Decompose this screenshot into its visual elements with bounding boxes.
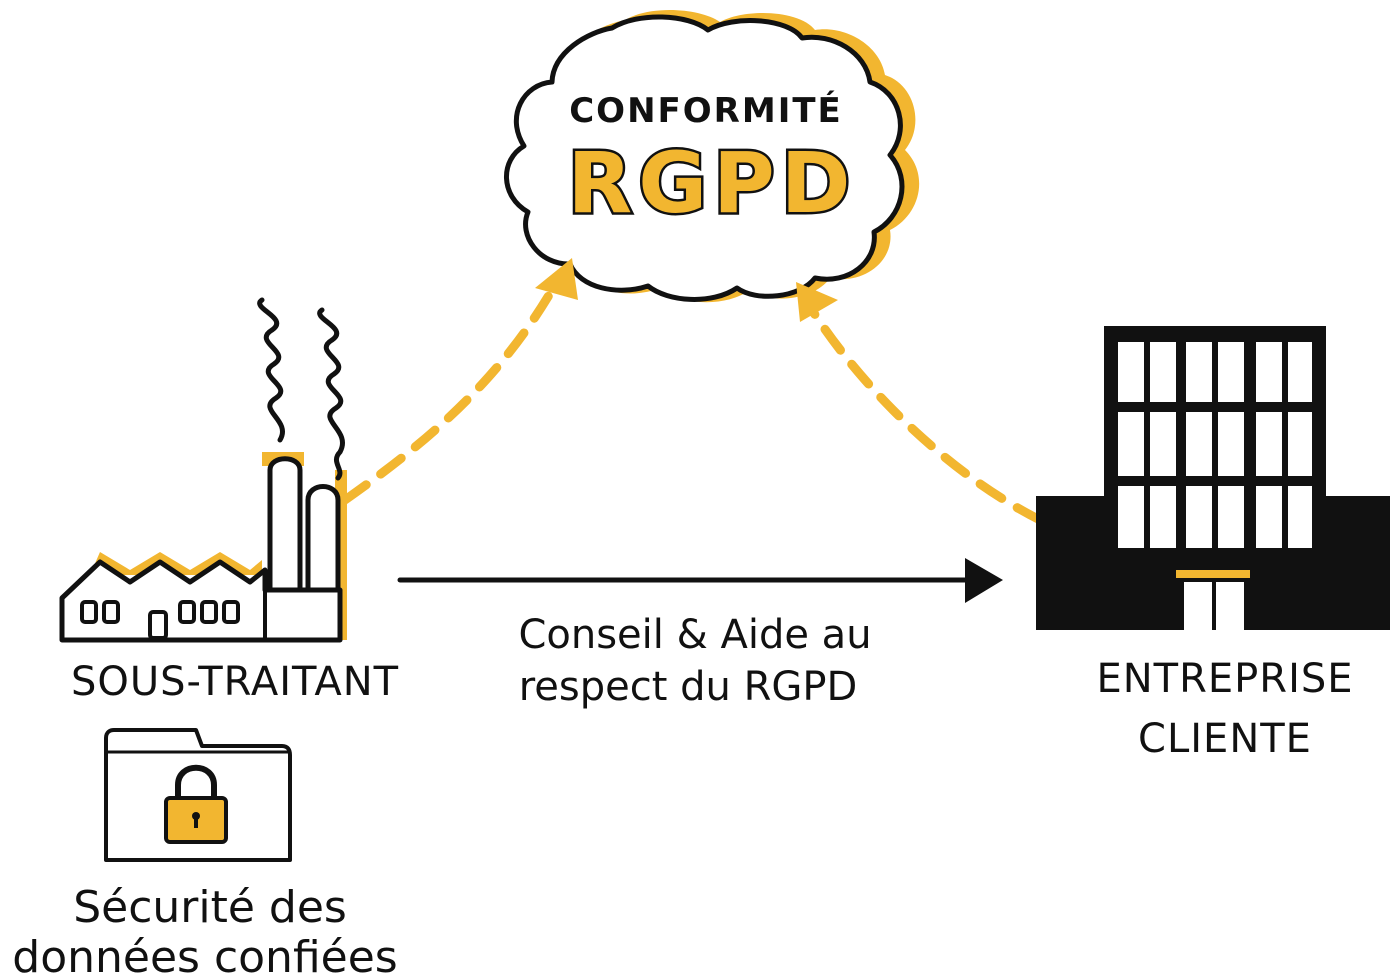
padlock-shackle [175, 764, 217, 803]
entreprise-label-line1: ENTREPRISE [1096, 656, 1353, 702]
dashed-arrow-right-head [796, 282, 838, 322]
locked-folder-icon [104, 728, 292, 862]
dashed-arrow-right [796, 282, 1045, 525]
cloud-title: CONFORMITÉ [569, 90, 843, 131]
folder-label-line2: données confiées [12, 932, 397, 980]
entreprise-label-line2: CLIENTE [1138, 716, 1312, 762]
main-arrow [397, 558, 1003, 603]
cloud-rgpd: RGPD [568, 134, 857, 232]
dashed-arrow-left [340, 258, 578, 505]
main-arrow-head [965, 558, 1003, 603]
cloud-outline [504, 14, 905, 302]
folder-label-line1: Sécurité des [73, 882, 347, 933]
sous-traitant-label: SOUS-TRAITANT [71, 659, 399, 705]
arrow-label-line1: Conseil & Aide au [518, 612, 871, 658]
arrow-label-line2: respect du RGPD [519, 664, 858, 710]
door-awning [1176, 570, 1250, 578]
office-building-icon [1036, 326, 1390, 630]
rgpd-cloud: CONFORMITÉ RGPD [504, 10, 920, 303]
dashed-arrow-left-head [535, 258, 578, 300]
factory-icon [59, 297, 347, 643]
